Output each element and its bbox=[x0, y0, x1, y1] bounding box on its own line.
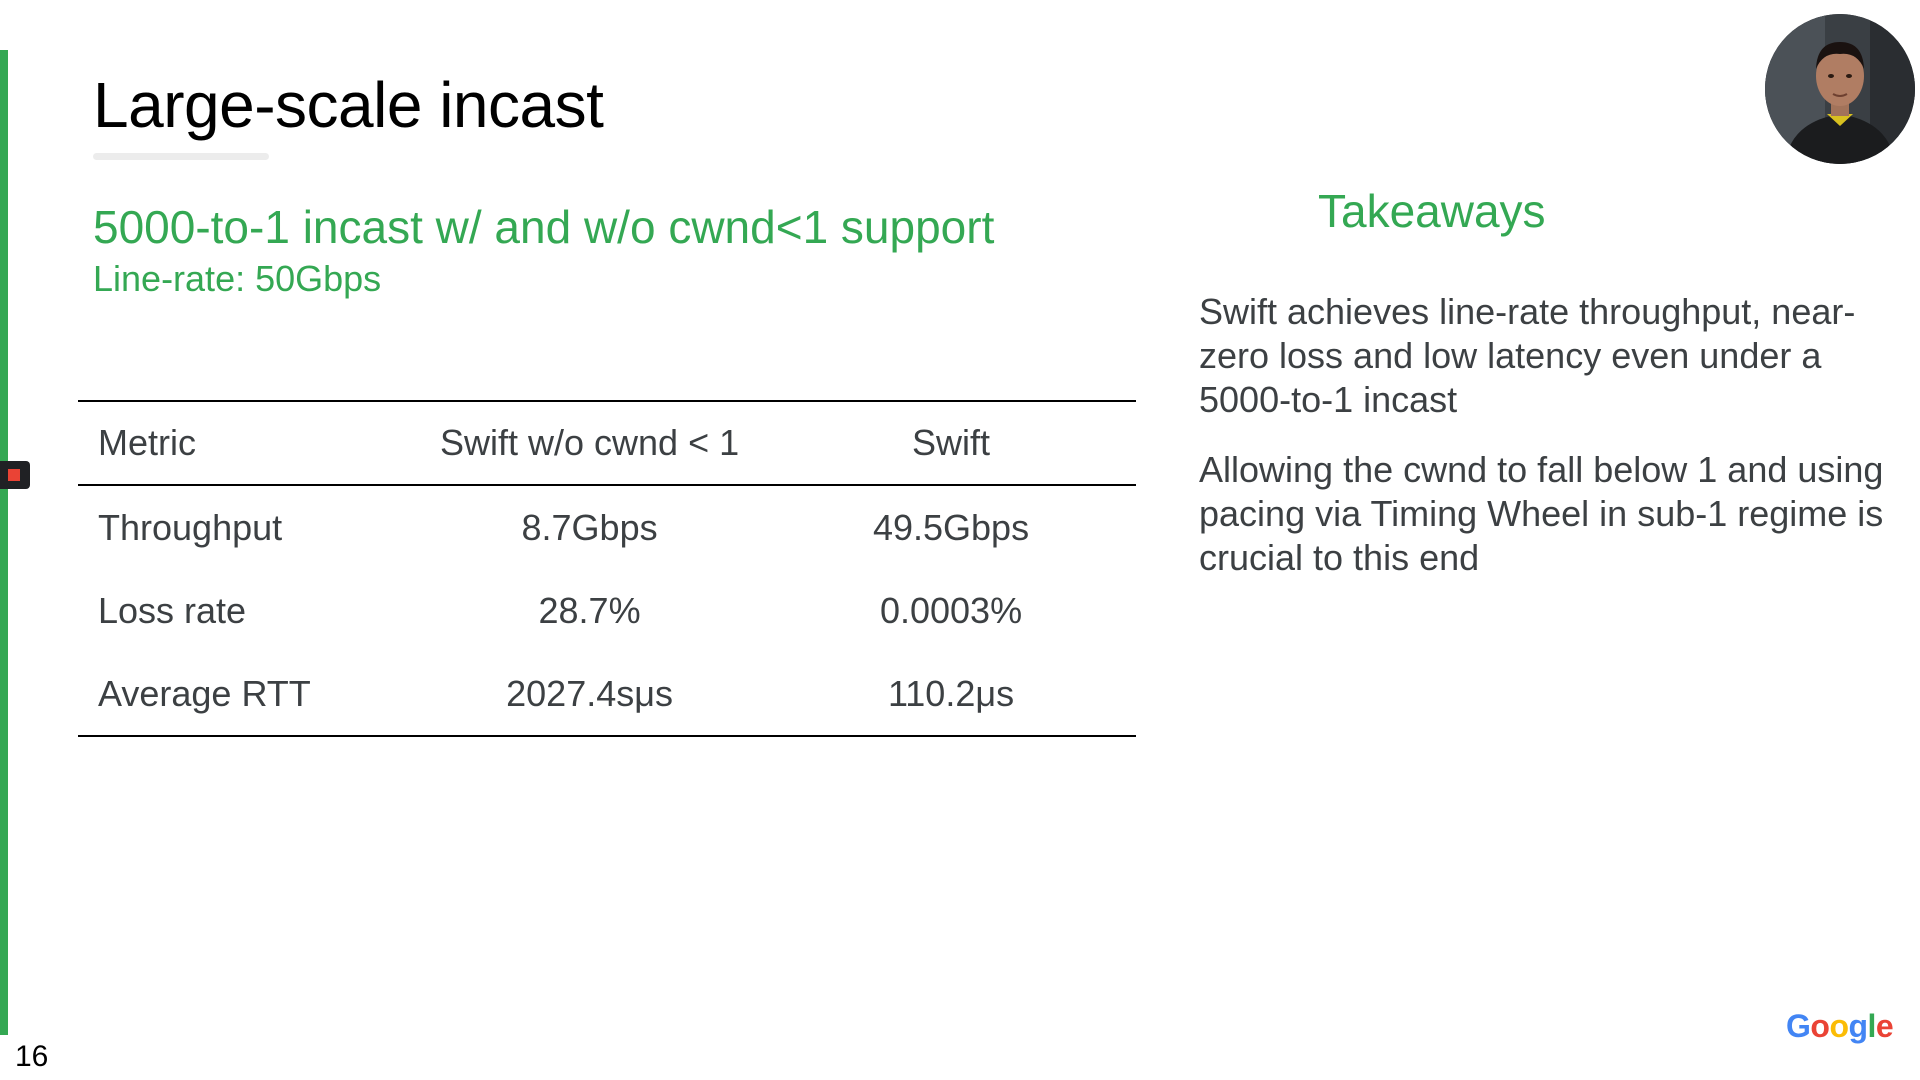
table-cell: 0.0003% bbox=[879, 589, 1023, 631]
google-logo-letter: G bbox=[1786, 1008, 1811, 1044]
metrics-table: Metric Swift w/o cwnd < 1 Swift Throughp… bbox=[78, 400, 1136, 737]
table-cell: 8.7Gbps bbox=[521, 506, 658, 548]
table-cell: 110.2μs bbox=[887, 672, 1015, 714]
takeaway-point: Allowing the cwnd to fall below 1 and us… bbox=[1199, 449, 1884, 578]
google-logo-letter: e bbox=[1875, 1008, 1894, 1044]
takeaway-point: Swift achieves line-rate throughput, nea… bbox=[1199, 291, 1856, 420]
speaker-avatar-icon bbox=[1765, 14, 1915, 164]
table-cell: 28.7% bbox=[538, 589, 641, 631]
line-rate-label: Line-rate: 50Gbps bbox=[93, 258, 382, 299]
takeaways-title: Takeaways bbox=[1318, 185, 1546, 237]
google-logo-letter: g bbox=[1848, 1008, 1868, 1044]
table-row: Throughput 8.7Gbps 49.5Gbps bbox=[78, 485, 1136, 569]
slide-subtitle: 5000-to-1 incast w/ and w/o cwnd<1 suppo… bbox=[93, 201, 995, 253]
title-underline bbox=[93, 153, 269, 160]
takeaways-body: Swift achieves line-rate throughput, nea… bbox=[1199, 290, 1919, 606]
slide-title: Large-scale incast bbox=[93, 69, 604, 141]
table-header-row: Metric Swift w/o cwnd < 1 Swift bbox=[78, 401, 1136, 485]
table-cell: Throughput bbox=[98, 506, 283, 548]
google-logo: Google bbox=[1786, 1008, 1894, 1045]
header-swift: Swift bbox=[912, 422, 991, 463]
speaker-video-thumbnail[interactable] bbox=[1765, 14, 1915, 164]
left-accent-bar bbox=[0, 50, 8, 1035]
pointer-dot bbox=[8, 469, 20, 481]
header-metric: Metric bbox=[98, 422, 196, 463]
google-logo-letter: o bbox=[1810, 1008, 1830, 1044]
header-swift-without-cwnd: Swift w/o cwnd < 1 bbox=[439, 422, 740, 463]
table-cell: Average RTT bbox=[98, 672, 311, 714]
table-row: Loss rate 28.7% 0.0003% bbox=[78, 569, 1136, 652]
table-cell: 2027.4sμs bbox=[506, 672, 673, 714]
page-number: 16 bbox=[15, 1040, 49, 1073]
table-cell: 49.5Gbps bbox=[872, 506, 1030, 548]
table-row: Average RTT 2027.4sμs 110.2μs bbox=[78, 652, 1136, 736]
table-cell: Loss rate bbox=[98, 589, 247, 631]
google-logo-letter: l bbox=[1867, 1008, 1877, 1044]
google-logo-letter: o bbox=[1829, 1008, 1849, 1044]
laser-pointer-icon bbox=[0, 461, 30, 489]
